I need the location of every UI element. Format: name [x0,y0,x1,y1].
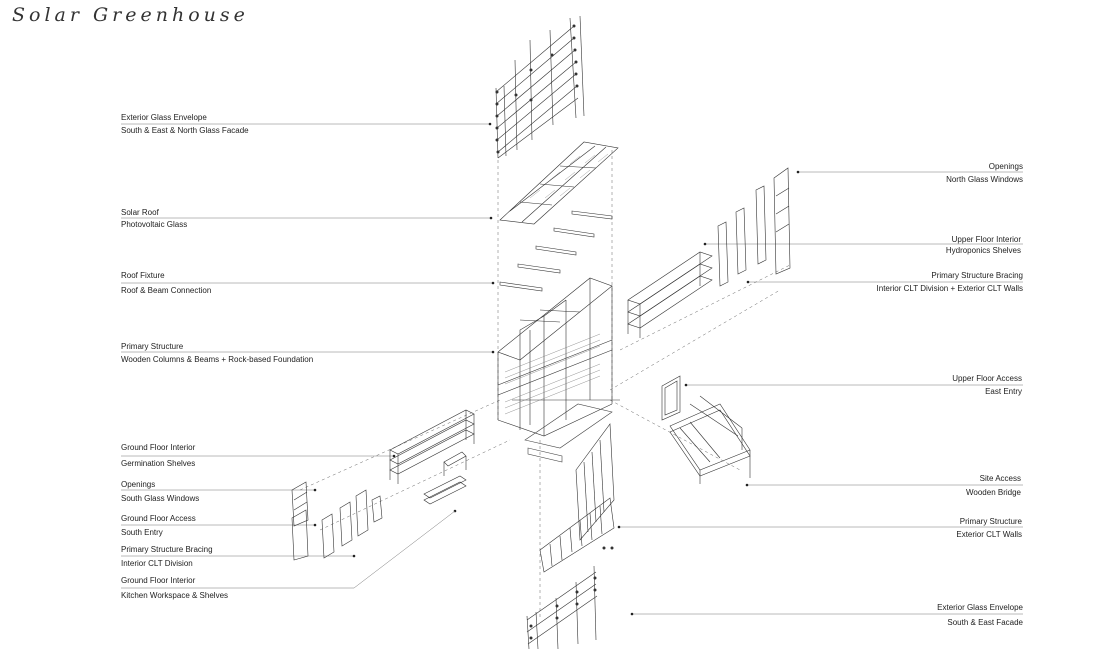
label-upper-floor-interior: Upper Floor Interior Hydroponics Shelves [946,235,1021,256]
label-title: Primary Structure [121,342,184,351]
label-title: Upper Floor Interior [951,235,1021,244]
label-title: Upper Floor Access [952,374,1022,383]
label-openings-north: Openings North Glass Windows [946,162,1023,185]
label-roof-fixture: Roof Fixture Roof & Beam Connection [121,271,211,296]
label-subtitle: Hydroponics Shelves [945,246,1021,255]
label-subtitle: Wooden Columns & Beams + Rock-based Foun… [121,355,314,364]
label-subtitle: Kitchen Workspace & Shelves [121,591,229,600]
roof-fixtures [499,210,613,292]
label-subtitle: Interior CLT Division + Exterior CLT Wal… [876,284,1023,293]
label-primary-structure-right: Primary Structure Exterior CLT Walls [956,517,1022,540]
exterior-clt-walls [539,423,615,573]
label-title: Ground Floor Interior [121,576,196,585]
label-subtitle: East Entry [985,387,1022,396]
label-subtitle: Roof & Beam Connection [121,286,212,295]
label-title: Openings [988,162,1023,171]
glass-envelope-bottom [526,565,598,649]
label-exterior-glass-envelope-bottom: Exterior Glass Envelope South & East Fac… [937,603,1023,628]
label-title: Openings [121,480,156,489]
glass-envelope-top-nodes [495,24,579,154]
label-openings-south: Openings South Glass Windows [121,480,199,504]
germination-shelves [389,409,475,484]
leader-dots-right [617,170,800,616]
label-subtitle: Photovoltaic Glass [121,220,188,229]
label-subtitle: North Glass Windows [946,175,1023,184]
solar-roof [499,141,619,225]
east-entry-door [661,375,681,421]
label-subtitle: South & East Facade [947,618,1023,627]
label-title: Primary Structure Bracing [931,271,1023,280]
label-subtitle: Wooden Bridge [966,488,1021,497]
label-subtitle: South & East & North Glass Facade [121,126,249,135]
label-title: Exterior Glass Envelope [121,113,207,122]
label-primary-structure-left: Primary Structure Wooden Columns & Beams… [121,342,313,365]
label-title: Site Access [979,474,1021,483]
label-subtitle: Exterior CLT Walls [956,530,1022,539]
label-solar-roof: Solar Roof Photovoltaic Glass [121,208,187,230]
glass-envelope-top [495,15,585,159]
label-title: Solar Roof [121,208,159,217]
wooden-bridge [669,395,751,484]
label-title: Ground Floor Access [121,514,196,523]
label-title: Exterior Glass Envelope [937,603,1023,612]
kitchen-workspace [423,451,467,505]
primary-frame-decking [504,333,601,415]
rock-foundation [524,403,613,463]
label-upper-floor-access: Upper Floor Access East Entry [952,374,1022,397]
label-title: Primary Structure [959,517,1022,526]
hydroponics-shelves [627,251,713,338]
label-bracing-right: Primary Structure Bracing Interior CLT D… [877,271,1023,294]
solar-roof-cells [529,153,609,199]
label-title: Ground Floor Interior [121,443,196,452]
label-subtitle: Interior CLT Division [121,559,193,568]
label-germination-shelves: Ground Floor Interior Germination Shelve… [121,443,195,469]
label-title: Roof Fixture [121,271,165,280]
label-title: Primary Structure Bracing [121,545,213,554]
label-site-access: Site Access Wooden Bridge [966,474,1021,498]
label-subtitle: South Entry [121,528,163,537]
page-title: Solar Greenhouse [12,4,249,26]
label-subtitle: South Glass Windows [121,494,200,503]
glass-envelope-bottom-nodes [529,546,614,640]
label-kitchen-workspace: Ground Floor Interior Kitchen Workspace … [121,576,228,601]
label-subtitle: Germination Shelves [121,459,196,468]
label-bracing-left: Primary Structure Bracing Interior CLT D… [121,545,213,569]
leader-lines-left [121,123,493,589]
leader-lines-right [353,171,1023,615]
leader-dots-left [313,122,495,558]
label-ground-floor-access: Ground Floor Access South Entry [121,514,196,538]
south-glass-windows [291,481,383,561]
north-glass-windows [717,167,791,287]
label-exterior-glass-envelope-top: Exterior Glass Envelope South & East & N… [121,113,249,136]
primary-wooden-frame [497,277,620,437]
